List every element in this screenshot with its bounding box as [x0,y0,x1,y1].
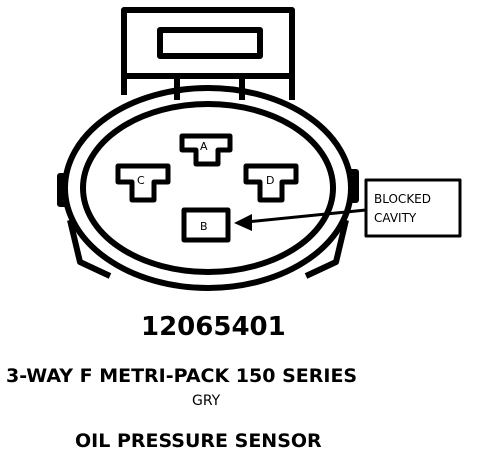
cavity-c: C [115,163,171,203]
color-label: GRY [192,393,221,409]
cavity-d: D [243,163,299,203]
cavity-b: B [181,207,231,243]
blocked-cavity-callout: BLOCKED CAVITY [234,178,462,238]
part-number: 12065401 [141,312,286,342]
callout-line-1: BLOCKED [374,192,431,206]
series-label: 3-WAY F METRI-PACK 150 SERIES [6,365,357,387]
cavity-b-label: B [200,220,208,233]
callout-line-2: CAVITY [374,211,417,225]
connector-latch [121,7,295,100]
cavity-a-label: A [200,140,208,153]
cavity-a: A [179,133,233,167]
arrow-head-icon [234,214,252,231]
connector-body [57,85,359,291]
cavity-d-label: D [266,174,274,187]
diagram-title: OIL PRESSURE SENSOR [75,430,322,452]
cavity-c-label: C [137,174,145,187]
